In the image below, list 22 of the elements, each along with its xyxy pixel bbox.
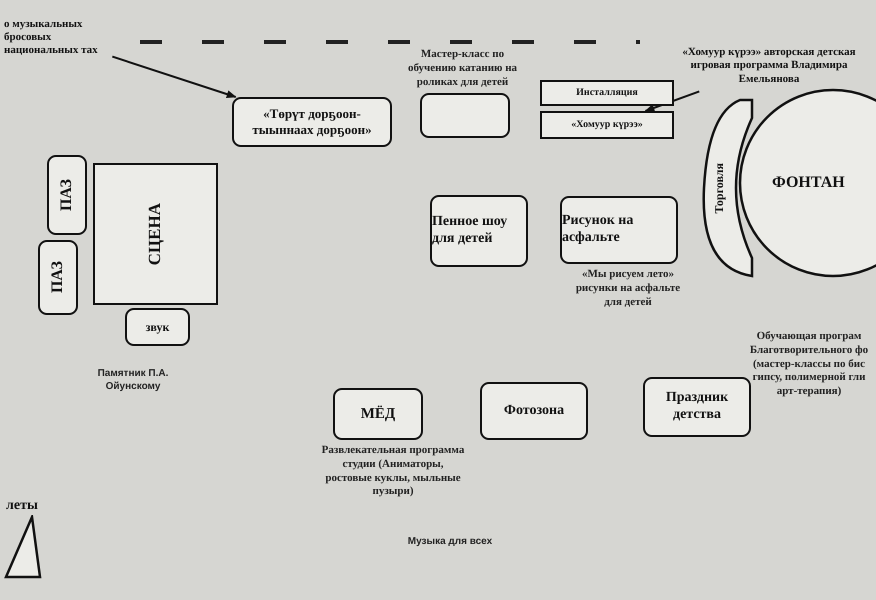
caption-text: «Мы рисуем лето» рисунки на асфальте для детей: [574, 268, 682, 310]
stand-box: звук: [125, 308, 190, 346]
place-label: Музыка для всех: [406, 536, 494, 548]
caption-text: Обучающая програм Благотворительного фо (мастер-классы по бис гипсу, полимерной гли арт-терапия): [748, 330, 870, 399]
stand-box: [420, 93, 510, 138]
area-box: «Хомуур күрээ»: [540, 111, 674, 139]
caption-text: Развлекательная программа студии (Аниматоры, ростовые куклы, мыльные пузыри): [320, 444, 466, 499]
caption-text: Мастер-класс по обучению катанию на роликах для детей: [406, 48, 518, 90]
stand-box: ПАЗ: [47, 155, 87, 235]
arrow: [112, 56, 237, 98]
stand-box: Праздник детства: [643, 377, 751, 437]
area-box: Инсталляция: [540, 80, 674, 106]
trade-arc: Торговля: [700, 98, 756, 278]
note-text: о музыкальных бросовых национальных тах: [4, 0, 104, 75]
place-label: Памятник П.А. Ойунскому: [96, 368, 170, 393]
area-box: СЦЕНА: [93, 163, 218, 305]
stand-box: «Төрүт дорҕоон-тыыннаах дорҕоон»: [232, 97, 392, 147]
stand-box: МЁД: [333, 388, 423, 440]
stand-box: Рисунок на асфальте: [560, 196, 678, 264]
stand-box: Фотозона: [480, 382, 588, 440]
stand-box: Пенное шоу для детей: [430, 195, 528, 267]
stand-box: ПАЗ: [38, 240, 78, 315]
